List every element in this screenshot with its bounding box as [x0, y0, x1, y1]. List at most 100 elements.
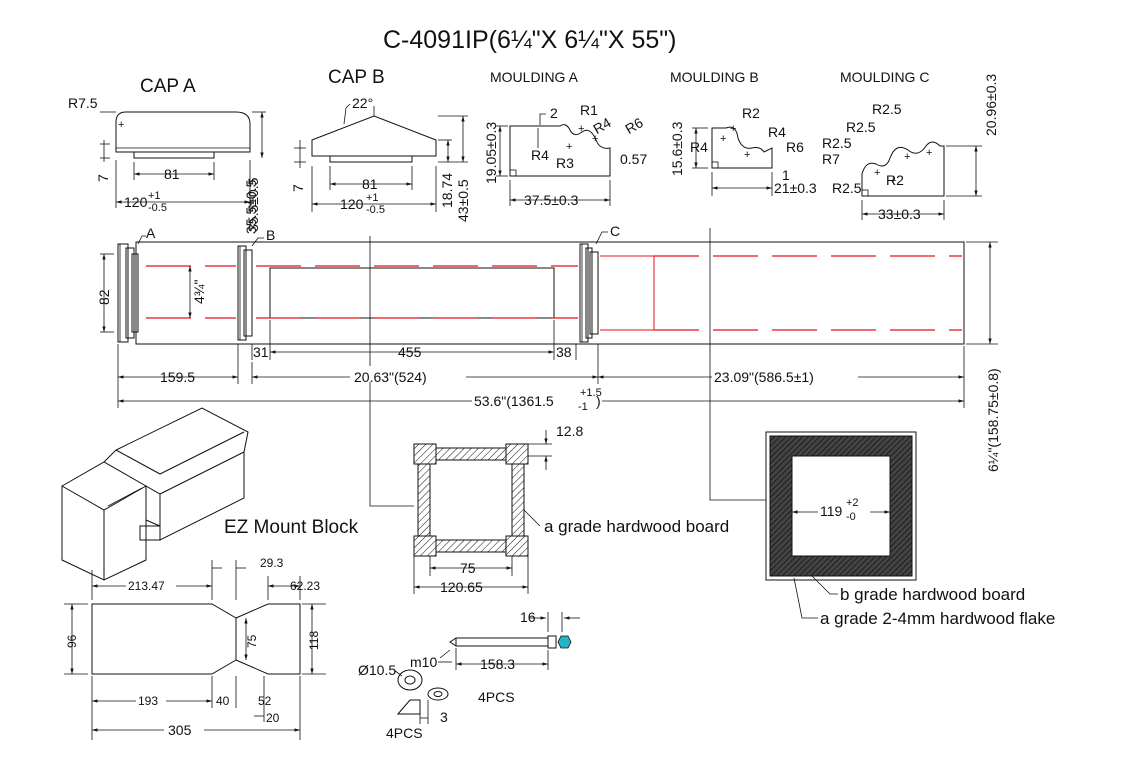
section-b-callout-flake: a grade 2-4mm hardwood flake	[820, 609, 1055, 628]
ez-dim-21347: 213.47	[128, 579, 165, 593]
cap-a-height: 7	[95, 174, 111, 182]
section-a-dim-128: 12.8	[556, 423, 583, 439]
moulding-b-r4-left: R4	[690, 139, 708, 155]
hw-qty-1: 4PCS	[478, 689, 515, 705]
cap-a-inner-width: 81	[164, 166, 180, 182]
moulding-c-title: MOULDING C	[840, 69, 929, 85]
hw-dim-16: 16	[520, 609, 536, 625]
svg-text:+: +	[720, 133, 726, 145]
section-b-callout-board: b grade hardwood board	[840, 585, 1025, 604]
hw-dim-d105: Ø10.5	[358, 662, 396, 678]
moulding-a-width: 37.5±0.3	[524, 192, 579, 208]
column-dim-total-close: )	[596, 393, 601, 409]
moulding-a-r6: R6	[622, 114, 646, 137]
drawing-title: C-4091IP(6¼"X 6¼"X 55")	[383, 26, 676, 54]
column-dim-44: 4¾"	[191, 280, 207, 304]
cap-a-view: CAP A + R7.5 7 81 120 +1 -0.5 35.5±0.5	[68, 76, 266, 232]
moulding-b-view: MOULDING B +++ R2 R4 R4 R6 1 15.6±0.3 21…	[669, 69, 817, 196]
hw-dim-1583: 158.3	[480, 656, 515, 672]
column-dim-total: 53.6"(1361.5	[474, 393, 554, 409]
moulding-a-r4-top: R4	[590, 114, 614, 137]
section-b-dim-119-minus: -0	[846, 511, 856, 523]
section-b-view: 119 +2 -0 b grade hardwood board a grade…	[765, 431, 1055, 628]
svg-text:+: +	[874, 167, 880, 179]
moulding-a-view: MOULDING A +++ 2 R1 R4 R6 R4 R3 0.57 19.…	[483, 69, 647, 208]
moulding-c-r25-a: R2.5	[872, 101, 902, 117]
hw-dim-3: 3	[440, 709, 448, 725]
hw-dim-m10: m10	[410, 654, 437, 670]
ez-dim-193: 193	[138, 694, 158, 708]
moulding-c-r25-d: R2.5	[832, 180, 862, 196]
moulding-c-view: MOULDING C ++++ R2.5 R2.5 R2.5 R7 R2.5 R…	[822, 69, 999, 222]
svg-text:+: +	[744, 149, 750, 161]
moulding-a-r1: R1	[580, 102, 598, 118]
cap-b-title: CAP B	[328, 67, 385, 88]
moulding-c-r2: R2	[886, 172, 904, 188]
column-dim-1595: 159.5	[160, 369, 195, 385]
moulding-b-title: MOULDING B	[670, 69, 759, 85]
cap-a-width: 120	[124, 194, 148, 210]
ez-dim-52: 52	[258, 694, 272, 708]
ez-dim-305: 305	[168, 722, 192, 738]
column-dim-2063: 20.63"(524)	[354, 369, 427, 385]
column-label-b: B	[266, 227, 275, 243]
cap-a-width-tol-minus: -0.5	[148, 202, 167, 214]
moulding-a-label-2: 2	[550, 105, 558, 121]
ez-dim-75: 75	[245, 634, 259, 648]
svg-text:+: +	[566, 141, 572, 153]
column-dim-total-plus: +1.5	[580, 387, 602, 399]
cap-b-angle: 22°	[352, 95, 373, 111]
cap-b-width-tol-plus: +1	[366, 192, 379, 204]
ez-dim-293: 29.3	[260, 556, 284, 570]
moulding-a-r3: R3	[556, 155, 574, 171]
cap-b-height: 7	[290, 184, 306, 192]
column-dim-355: 35.5±0.5	[243, 179, 259, 234]
moulding-a-height: 19.05±0.3	[483, 122, 499, 184]
svg-text:+: +	[890, 175, 896, 187]
moulding-b-r4-right: R4	[768, 124, 786, 140]
column-dim-total-minus: -1	[578, 401, 588, 413]
moulding-c-r7: R7	[822, 151, 840, 167]
moulding-b-r6: R6	[786, 139, 804, 155]
section-b-dim-119-plus: +2	[846, 497, 859, 509]
svg-text:+: +	[592, 133, 598, 145]
column-dim-82: 82	[96, 289, 112, 305]
svg-text:+: +	[926, 147, 932, 159]
ez-mount-isometric	[61, 407, 249, 581]
cap-a-title: CAP A	[140, 76, 196, 97]
column-dim-38: 38	[556, 344, 572, 360]
ez-mount-plan: 213.47 29.3 62.23 96 75 118 193 40 52 20…	[64, 556, 326, 740]
column-elevation: A B C 82 4¾" 35.5±0.5 31 455 38 159.5 20	[96, 179, 1001, 507]
cap-b-overall-height: 43±0.5	[455, 179, 471, 222]
cap-a-radius: R7.5	[68, 95, 98, 111]
ez-dim-6223: 62.23	[290, 579, 320, 593]
section-b-dim-119: 119	[820, 503, 843, 519]
moulding-c-height: 20.96±0.3	[983, 74, 999, 136]
moulding-b-dim-1: 1	[782, 167, 790, 183]
cap-b-inner-width: 81	[362, 176, 378, 192]
column-label-a: A	[146, 225, 156, 241]
hardware-group: 16 158.3 m10 Ø10.5 3 4PCS 4PCS	[358, 609, 580, 741]
svg-text:+: +	[904, 151, 910, 163]
section-a-callout: a grade hardwood board	[544, 517, 729, 536]
section-a-dim-75: 75	[460, 560, 476, 576]
moulding-c-r25-b: R2.5	[846, 119, 876, 135]
column-label-c: C	[610, 223, 620, 239]
column-dim-455: 455	[398, 344, 422, 360]
ez-mount-title: EZ Mount Block	[224, 517, 359, 538]
ez-dim-96: 96	[65, 634, 79, 648]
column-dim-2309: 23.09"(586.5±1)	[714, 369, 814, 385]
moulding-c-width: 33±0.3	[878, 206, 921, 222]
ez-dim-40: 40	[216, 694, 230, 708]
cap-a-width-tol-plus: +1	[148, 190, 161, 202]
moulding-a-r4-left: R4	[531, 147, 549, 163]
cap-b-mid-height: 18.74	[439, 173, 455, 208]
moulding-b-width: 21±0.3	[774, 180, 817, 196]
moulding-a-dim-057: 0.57	[620, 151, 647, 167]
svg-text:+: +	[118, 119, 124, 131]
bolt-head-icon	[557, 635, 572, 649]
svg-text:+: +	[730, 123, 736, 135]
cap-b-width: 120	[340, 196, 364, 212]
hw-qty-2: 4PCS	[386, 725, 423, 741]
